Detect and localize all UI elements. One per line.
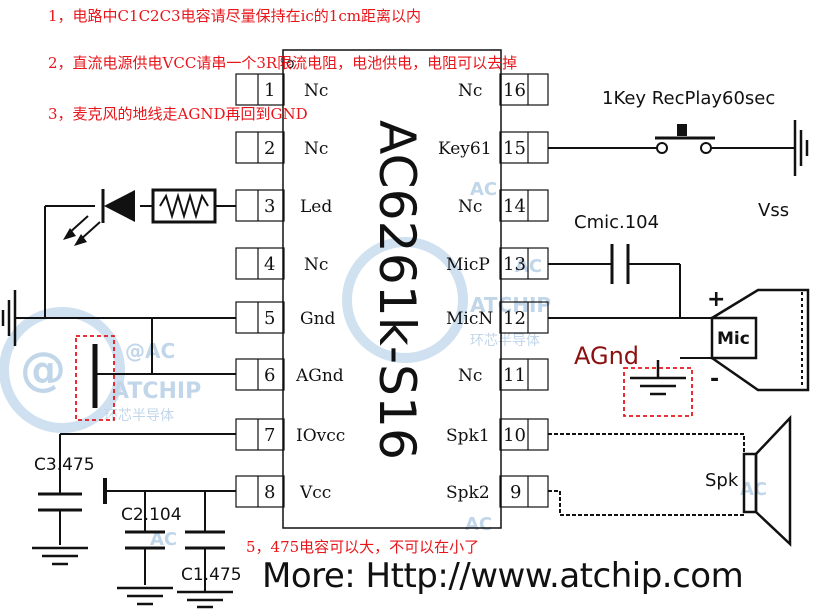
watermark-brand-cn-left: 环芯半导体 (104, 408, 174, 424)
pin-label-13: MicP (446, 255, 490, 275)
pin-label-1: Nc (304, 81, 328, 101)
agnd-label: AGnd (574, 342, 639, 370)
pin1-marker: o (286, 56, 295, 72)
chip-part-number: AC6261k-S16 (368, 120, 426, 460)
watermark-ac-5: AC (150, 529, 177, 550)
watermark-brand-center: ATCHIP (470, 293, 551, 317)
agnd-ground-highlight (623, 367, 693, 417)
watermark-brand-left: ATCHIP (112, 379, 201, 404)
chip-body (282, 49, 502, 529)
resistor-icon (151, 188, 217, 224)
pin-num-13: 13 (503, 254, 526, 275)
pin-num-15: 15 (503, 138, 526, 159)
pin-num-5: 5 (264, 308, 275, 329)
pin-box-16 (499, 73, 549, 106)
c2-label: C2.104 (121, 505, 182, 525)
pin-num-11: 11 (503, 365, 526, 386)
cap-c1 (185, 530, 225, 550)
ground-vss (793, 120, 809, 176)
pin-num-2: 2 (264, 138, 275, 159)
pin-box-2 (235, 131, 285, 164)
pin-box-5 (235, 301, 285, 334)
vss-label: Vss (758, 200, 789, 221)
cap-cmic (610, 244, 630, 284)
left-pin-text: 1 Nc 2 Nc 3 Led 4 Nc 5 Gnd 6 AGnd 7 IOvc… (264, 80, 345, 503)
pin-box-6 (235, 358, 285, 391)
c3-label: C3.475 (34, 455, 95, 475)
pin-box-1 (235, 73, 285, 106)
ground-c2 (117, 586, 173, 606)
cap-c2 (125, 530, 165, 550)
pin-box-11 (499, 358, 549, 391)
footer-url[interactable]: More: Http://www.atchip.com (262, 556, 744, 596)
pin-num-9: 9 (510, 482, 521, 503)
c1-label: C1.475 (181, 565, 242, 585)
note-2: 2，直流电源供电VCC请串一个3R限流电阻，电池供电，电阻可以去掉 (48, 54, 518, 72)
pin-num-10: 10 (503, 425, 526, 446)
pin-label-12: MicN (446, 309, 493, 329)
pin-label-6: AGnd (295, 366, 344, 386)
note-1: 1，电路中C1C2C3电容请尽量保持在ic的1cm距离以内 (48, 7, 421, 25)
pin-num-1: 1 (264, 80, 275, 101)
watermark-ac-4: AC (465, 514, 492, 535)
pin-num-4: 4 (264, 254, 275, 275)
spk-label: Spk (705, 470, 739, 491)
watermark-ac-3: AC (740, 479, 767, 500)
watermark-circle-center (342, 237, 468, 363)
pin-num-14: 14 (503, 196, 526, 217)
pin-num-7: 7 (264, 425, 275, 446)
watermark-group: @ @AC ATCHIP 环芯半导体 ATCHIP 环芯半导体 AC AC AC… (0, 179, 767, 550)
mic-minus: - (710, 367, 719, 392)
pin-label-3: Led (300, 197, 332, 217)
watermark-at-left: @ (20, 342, 66, 396)
speaker-icon (548, 414, 792, 547)
pin-box-9 (499, 475, 549, 508)
microphone-icon (680, 288, 810, 392)
pin-label-8: Vcc (299, 483, 331, 503)
pin-label-16: Nc (458, 81, 482, 101)
mic-plus: + (707, 287, 725, 312)
pin-label-11: Nc (458, 366, 482, 386)
left-pins (235, 73, 285, 508)
pin-box-8 (235, 475, 285, 508)
mic-label: Mic (717, 329, 750, 349)
pin-label-7: IOvcc (296, 426, 345, 446)
pin-box-3 (235, 189, 285, 222)
pin-box-4 (235, 247, 285, 280)
pin-num-3: 3 (264, 196, 275, 217)
ground-c3 (32, 546, 88, 566)
pin-label-9: Spk2 (446, 483, 490, 503)
pin-num-12: 12 (503, 308, 526, 329)
pin-label-10: Spk1 (446, 426, 490, 446)
cap-c3 (38, 492, 82, 512)
watermark-brand-cn-center: 环芯半导体 (470, 333, 540, 349)
pin-label-5: Gnd (300, 309, 336, 329)
push-button-icon[interactable] (655, 124, 715, 154)
watermark-ac-1: AC (470, 179, 497, 200)
watermark-at-label: @AC (125, 339, 175, 363)
pin-box-7 (235, 418, 285, 451)
pin-num-6: 6 (264, 365, 275, 386)
ground-c1 (177, 590, 233, 609)
ground-agnd (630, 360, 686, 396)
led-diode-icon (63, 189, 135, 246)
right-pin-text: Nc 16 Key61 15 Nc 14 MicP 13 MicN 12 Nc … (438, 80, 526, 503)
pin-label-14: Nc (458, 197, 482, 217)
pin-label-2: Nc (304, 139, 328, 159)
agnd-cap-highlight (75, 335, 115, 421)
pin-label-15: Key61 (438, 139, 492, 159)
pin-box-14 (499, 189, 549, 222)
wires (15, 147, 795, 592)
key-label: 1Key RecPlay60sec (602, 88, 775, 109)
pin-num-16: 16 (503, 80, 526, 101)
cmic-label: Cmic.104 (574, 212, 659, 233)
pin-num-8: 8 (264, 482, 275, 503)
note-3: 3，麦克风的地线走AGND再回到GND (48, 105, 308, 123)
note-5: 5，475电容可以大，不可以在小了 (246, 538, 480, 556)
watermark-circle-left (0, 307, 125, 433)
pin-label-4: Nc (304, 255, 328, 275)
ground-left (1, 290, 17, 346)
